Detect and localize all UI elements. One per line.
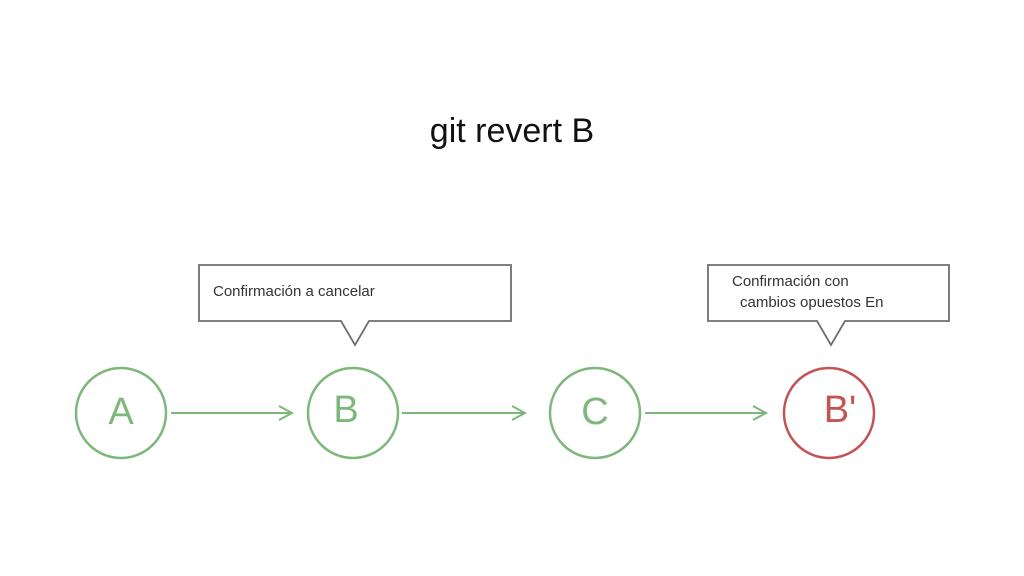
callout-b-prime-line-2: cambios opuestos En <box>740 294 884 311</box>
callout-b-text: Confirmación a cancelar <box>213 283 375 300</box>
node-a <box>74 366 168 460</box>
callout-b-prime-line-1: Confirmación con <box>732 273 849 290</box>
node-b-label: B <box>333 389 359 431</box>
node-c-label: C <box>581 391 609 433</box>
edge-b-c <box>402 405 528 421</box>
callout-b-prime <box>707 264 950 347</box>
diagram-title: git revert B <box>429 112 595 150</box>
node-b-prime-label: B' <box>823 389 857 431</box>
node-b <box>306 366 400 460</box>
node-b-prime <box>782 366 876 460</box>
edge-a-b <box>171 405 295 421</box>
edge-c-bprime <box>645 405 769 421</box>
node-c <box>548 366 642 460</box>
callout-b <box>198 264 512 347</box>
node-a-label: A <box>108 391 134 433</box>
